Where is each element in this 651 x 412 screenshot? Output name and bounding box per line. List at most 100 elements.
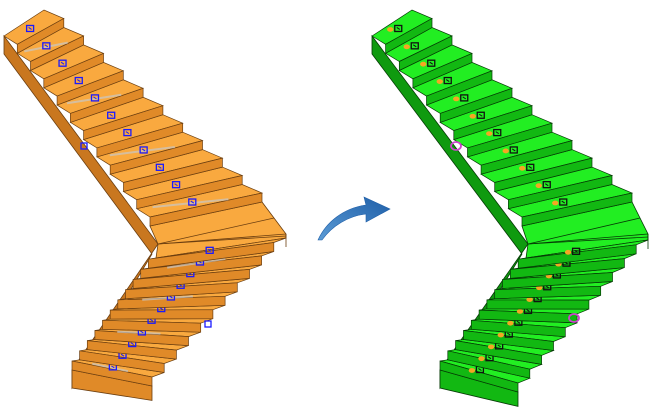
lower-step-tag-mark [111,365,115,369]
upper-step-tag-icon [476,111,485,119]
upper-step-tag-mark [445,79,450,82]
lower-step-marker-dot [526,297,533,302]
upper-step-marker-dot [453,96,460,102]
upper-step-riser [109,140,203,175]
upper-step-riser [398,35,453,72]
upper-step-tag-mark [511,148,516,152]
upper-step-tag-mark [158,165,162,169]
upper-step-tag-mark [28,27,32,30]
lower-step-marker-dot [478,356,485,362]
upper-step-marker-dot [519,165,526,171]
upper-step-tag-mark [76,79,81,82]
lower-step-riser [463,330,554,351]
upper-step-riser [96,122,184,158]
upper-step-tag-icon [42,42,51,50]
lower-step-tag-icon [205,246,214,254]
upper-step-stripe [66,93,122,105]
lower-step-tag-mark [574,249,578,253]
lower-step-riser [79,350,165,373]
upper-step-tag-icon [171,181,181,189]
upper-step-tag-icon [559,198,568,206]
upper-step-tag-mark [429,61,434,65]
upper-step-riser [412,52,473,89]
lower-step-tag-mark [526,308,530,312]
upper-step-marker-dot [387,27,394,32]
upper-step-marker-dot [535,183,542,189]
upper-step-tag-mark [528,165,533,169]
landing-winder-line [527,217,641,245]
lower-step-tag-mark [497,344,501,348]
lower-step-marker-dot [497,332,504,338]
upper-step-riser [16,17,65,54]
upper-step-riser [494,157,593,192]
lower-step-tag-mark [159,307,164,311]
upper-step-riser [453,105,533,141]
lower-step-tag-mark [487,356,492,360]
stair-before [3,9,287,401]
upper-step-riser [136,175,243,210]
upper-step-marker-dot [403,44,410,50]
lower-step-riser [86,340,177,360]
upper-step-marker-dot [436,79,443,84]
upper-step-riser [480,140,573,175]
lower-step-marker-dot [468,368,476,373]
upper-step-tag-icon [427,59,436,67]
lower-step-riser [148,242,275,269]
upper-step-tag-icon [139,146,148,154]
lower-step-tag-mark [478,368,482,371]
stringer-tag-icon [80,142,88,150]
upper-step-stripe [24,41,68,53]
upper-step-marker-dot [552,200,559,206]
lower-step-riser [132,269,250,289]
upper-step-tag-icon [58,59,67,67]
lower-step-riser [486,299,590,310]
landing-winder-line [157,217,275,245]
upper-step-marker-dot [469,113,476,119]
lower-step-riser [455,340,542,365]
lower-step-riser [102,319,202,333]
lower-step-tag-mark [506,332,511,336]
lower-step-riser [517,244,637,269]
lower-step-riser [71,360,153,387]
upper-step-riser [385,17,433,54]
upper-step-tag-mark [190,200,195,204]
lower-step-tag-mark [120,353,125,357]
upper-step-tag-icon [443,76,452,85]
lower-step-stripe [92,362,129,373]
landing-winder-line [527,236,649,245]
lower-step-riser [125,282,238,300]
lower-step-riser [109,309,214,320]
transform-arrow [317,196,391,241]
upper-step-tag-icon [493,128,502,137]
stringer-accent-icon [450,141,462,151]
upper-step-tag-mark [544,183,549,187]
stringer-tag-icon [204,320,212,328]
upper-step-tag-mark [412,44,417,48]
lower-step-riser [470,319,566,338]
upper-step-riser [56,70,124,106]
lower-step-riser [510,258,625,279]
upper-step-stripe [152,198,229,209]
curved-arrow-icon [317,196,391,241]
upper-step-tag-mark [93,96,97,100]
lower-step-riser [439,360,519,393]
lower-step-riser [494,285,602,300]
upper-step-tag-mark [125,131,130,135]
lower-step-marker-dot [507,320,514,326]
upper-step-riser [439,87,513,123]
upper-step-tag-mark [561,200,566,204]
lower-step-tag-mark [516,320,521,324]
upper-step-tag-mark [462,96,467,100]
lower-step-tag-mark [140,330,144,334]
upper-step-tag-icon [394,24,403,33]
upper-step-tag-icon [526,163,535,171]
upper-step-tag-icon [188,198,197,206]
upper-step-tag-icon [107,111,116,119]
upper-step-tag-mark [396,27,401,30]
upper-step-riser [149,192,263,227]
upper-step-riser [70,87,144,123]
upper-step-tag-mark [109,113,113,117]
lower-step-tag-mark [130,342,134,345]
